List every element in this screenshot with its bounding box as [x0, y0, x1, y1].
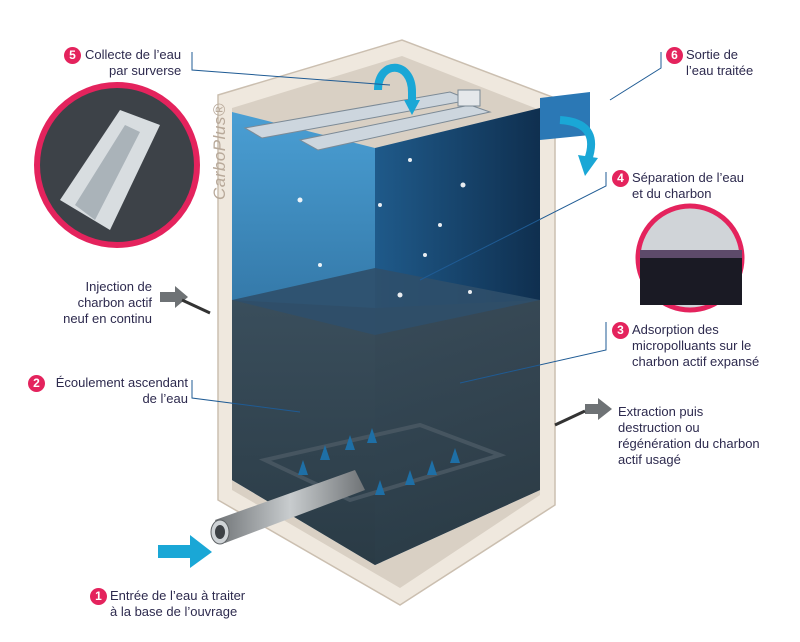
step-3-badge: 3: [612, 322, 629, 339]
extraction-line1: Extraction puis: [618, 404, 704, 419]
trough-photo: [34, 82, 200, 248]
step-3-line1: Adsorption des: [632, 322, 719, 337]
step-2-line2: de l’eau: [142, 391, 188, 406]
step-5-badge: 5: [64, 47, 81, 64]
step-1-line2: à la base de l’ouvrage: [110, 604, 238, 619]
step-1-line1: Entrée de l’eau à traiter: [110, 588, 246, 603]
extraction-line3: régénération du charbon: [618, 436, 760, 451]
inflow-arrow: [158, 535, 212, 568]
extraction-line2: destruction ou: [618, 420, 700, 435]
step-2-label: Écoulement ascendant de l’eau: [48, 375, 188, 407]
step-1-label: Entrée de l’eau à traiter à la base de l…: [110, 588, 245, 620]
inlet-pipe: [210, 470, 365, 545]
step-4-label: Séparation de l’eau et du charbon: [632, 170, 744, 202]
injection-line2: charbon actif: [77, 295, 152, 310]
injection-arrow: [160, 286, 188, 308]
bubbles: [297, 158, 472, 298]
brand-label: CarboPlus®: [210, 103, 229, 200]
step-6-badge: 6: [666, 47, 683, 64]
step-6-line1: Sortie de: [686, 47, 739, 62]
step-6-line2: l’eau traitée: [686, 63, 754, 78]
step-2-line1: Écoulement ascendant: [55, 375, 188, 390]
injection-line1: Injection de: [85, 279, 153, 294]
extraction-line4: actif usagé: [618, 452, 681, 467]
step-4-badge: 4: [612, 170, 629, 187]
extraction-label: Extraction puis destruction ou régénérat…: [618, 404, 760, 468]
step-5-line2: par surverse: [109, 63, 182, 78]
step-4-line1: Séparation de l’eau: [632, 170, 745, 185]
step-3-line3: charbon actif expansé: [632, 354, 760, 369]
injection-line3: neuf en continu: [63, 311, 152, 326]
step-5-label: Collecte de l’eau par surverse: [85, 47, 181, 79]
outflow-arrow: [559, 116, 595, 162]
leader-lines: [191, 52, 662, 413]
step-4-line2: et du charbon: [632, 186, 712, 201]
step-3-line2: micropolluants sur le: [632, 338, 752, 353]
extraction-arrow: [585, 398, 612, 420]
step-2-badge: 2: [28, 375, 45, 392]
step-6-label: Sortie de l’eau traitée: [686, 47, 753, 79]
carbon-photo: [635, 203, 745, 313]
collect-arrow: [374, 63, 416, 105]
step-3-label: Adsorption des micropolluants sur le cha…: [632, 322, 759, 370]
step-1-badge: 1: [90, 588, 107, 605]
step-5-line1: Collecte de l’eau: [85, 47, 182, 62]
injection-label: Injection de charbon actif neuf en conti…: [40, 279, 152, 327]
